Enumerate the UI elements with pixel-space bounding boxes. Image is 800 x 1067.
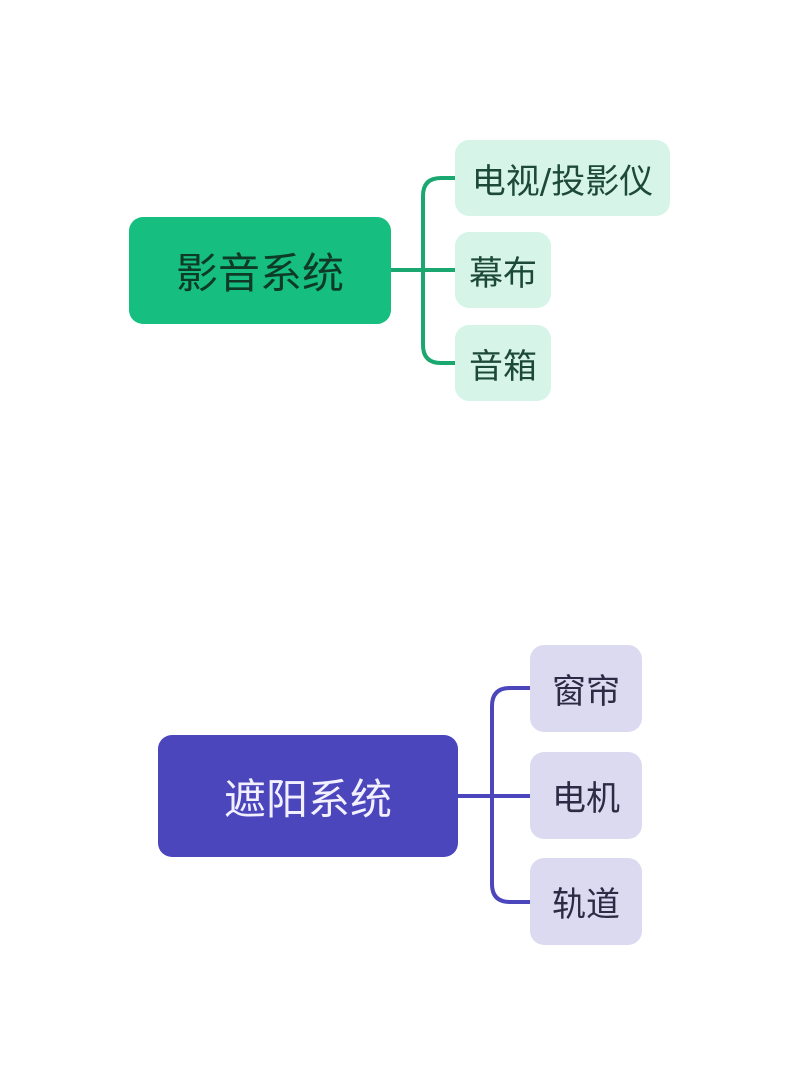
mindmap-child-node[interactable]: 电视/投影仪	[455, 140, 670, 216]
mindmap-child-node[interactable]: 幕布	[455, 232, 551, 308]
mindmap-child-node[interactable]: 窗帘	[530, 645, 642, 732]
connector-line	[421, 268, 457, 365]
connector-line	[421, 176, 457, 272]
mindmap-child-node[interactable]: 音箱	[455, 325, 551, 401]
connector-line	[490, 686, 532, 798]
mindmap-child-node[interactable]: 轨道	[530, 858, 642, 945]
mindmap-root-node[interactable]: 遮阳系统	[158, 735, 458, 857]
mindmap-2-connectors	[456, 686, 532, 904]
mindmap-root-node[interactable]: 影音系统	[129, 217, 391, 324]
mindmap-child-node[interactable]: 电机	[530, 752, 642, 839]
mindmap-1-connectors	[389, 176, 457, 365]
connector-line	[490, 794, 532, 904]
